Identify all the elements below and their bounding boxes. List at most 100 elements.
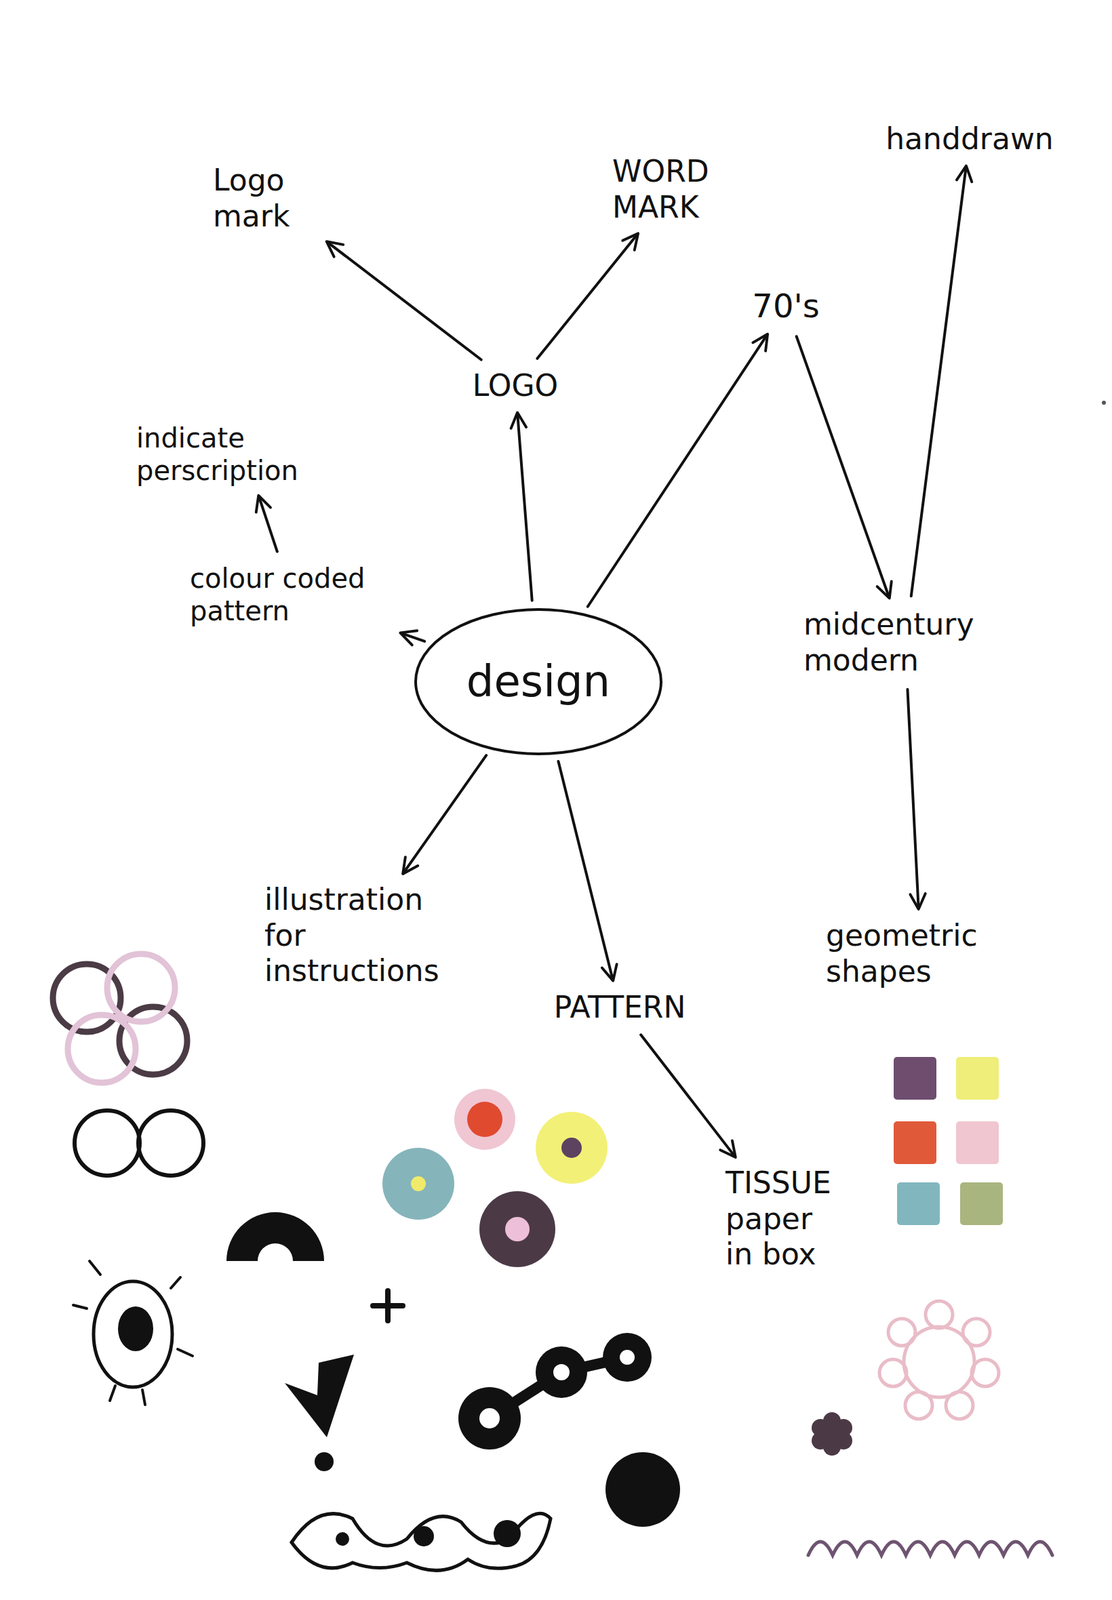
eye-outline — [93, 1281, 173, 1388]
plus-sign — [372, 1291, 403, 1321]
lash — [142, 1390, 146, 1405]
pattern-dot — [535, 1112, 608, 1184]
overlapping-rings — [52, 954, 188, 1083]
arrow-connector — [911, 167, 967, 597]
mindmap-topic: handdrawn — [881, 117, 1058, 162]
pattern-dot — [454, 1088, 516, 1150]
topic-text: geometric shapes — [825, 918, 1016, 990]
pattern-dot — [479, 1191, 556, 1268]
topic-text: Logo mark — [212, 162, 329, 235]
arrow-connector — [587, 335, 767, 607]
petal — [811, 1419, 830, 1437]
mindmap-topic: TISSUE paper in box — [721, 1161, 845, 1277]
loop — [925, 1301, 953, 1329]
loop — [905, 1392, 933, 1420]
loop — [888, 1318, 916, 1346]
topic-text: illustration for instructions — [264, 882, 455, 990]
lash — [73, 1305, 87, 1309]
stray-dot — [1101, 400, 1106, 405]
bead-chain — [458, 1333, 652, 1450]
wave-eye — [493, 1520, 521, 1548]
wave-outline — [291, 1513, 551, 1571]
pattern-dot-centre — [561, 1137, 582, 1159]
mindmap-topic: Logo mark — [208, 158, 333, 239]
loop — [945, 1392, 973, 1420]
bead-hole — [553, 1364, 570, 1381]
loop-flower — [879, 1301, 999, 1420]
bead-hole — [479, 1408, 500, 1429]
topic-text: 70's — [751, 286, 820, 327]
topic-text: PATTERN — [553, 989, 687, 1026]
loop — [962, 1318, 990, 1346]
lash — [170, 1277, 181, 1289]
mindmap-topic: PATTERN — [549, 985, 691, 1030]
topic-text: WORD MARK — [612, 153, 735, 226]
arrow-connector — [796, 336, 889, 597]
eye-pupil — [117, 1306, 154, 1352]
arch-shape — [226, 1212, 325, 1262]
exclamation-wedge — [284, 1354, 354, 1438]
exclamation-dot — [314, 1452, 334, 1472]
topic-text: TISSUE paper in box — [725, 1165, 841, 1273]
colour-palette — [893, 1057, 1003, 1226]
arrow-connector — [328, 242, 482, 361]
plus-bar — [385, 1291, 391, 1321]
bead — [602, 1333, 652, 1382]
pattern-dot-centre — [467, 1101, 503, 1138]
lash — [109, 1385, 116, 1401]
arrow-connector — [558, 761, 613, 980]
topic-text: design — [466, 655, 611, 708]
double-circle — [74, 1110, 204, 1176]
ring — [74, 1110, 140, 1176]
mindmap-topic: illustration for instructions — [260, 878, 459, 994]
bead-hole — [619, 1349, 635, 1365]
arrow-connector — [907, 689, 919, 908]
bead — [535, 1346, 588, 1399]
palette-swatch — [960, 1182, 1003, 1226]
topic-text: colour coded pattern — [189, 562, 394, 628]
mindmap-topic: WORD MARK — [608, 149, 739, 230]
mindmap-topic: colour coded pattern — [185, 558, 398, 632]
palette-swatch — [893, 1121, 937, 1165]
palette-swatch — [956, 1057, 999, 1100]
ring — [107, 954, 175, 1022]
ellipse-shape — [415, 609, 662, 754]
palette-swatch — [897, 1182, 940, 1226]
lash — [89, 1261, 101, 1275]
lash — [177, 1349, 193, 1357]
eye-wave — [291, 1513, 551, 1571]
arrow-connector — [259, 497, 278, 552]
palette-swatch — [956, 1121, 999, 1165]
pattern-dot-centre — [410, 1176, 426, 1192]
topic-text: LOGO — [472, 368, 559, 405]
pattern-dot-centre — [505, 1217, 530, 1242]
loop — [971, 1359, 999, 1387]
topic-text: indicate perscription — [136, 421, 354, 487]
central-ellipse: design — [413, 607, 664, 757]
mindmap-topic: 70's — [747, 282, 824, 331]
bead — [458, 1387, 521, 1450]
arrow-connector — [640, 1034, 735, 1157]
loop — [879, 1359, 907, 1387]
wave-eye — [335, 1532, 350, 1546]
wave-eye — [413, 1526, 434, 1547]
topic-text: handdrawn — [885, 121, 1054, 158]
ring — [138, 1110, 204, 1176]
mindmap-topic: LOGO — [468, 364, 563, 409]
palette-swatch — [893, 1057, 937, 1100]
mindmap-topic: geometric shapes — [821, 914, 1020, 995]
dark-flower — [811, 1412, 853, 1456]
mindmap-topic: midcentury modern — [799, 602, 1011, 683]
topic-text: midcentury modern — [803, 606, 1007, 679]
arrow-connector — [517, 414, 532, 601]
mindmap-topic: indicate perscription — [132, 417, 358, 491]
eye-icon — [73, 1261, 193, 1405]
eye-lashes — [73, 1261, 193, 1405]
ring — [67, 1015, 136, 1083]
arrow-connector — [404, 755, 487, 872]
pattern-dot — [382, 1147, 455, 1220]
arrow-connector — [537, 235, 637, 359]
